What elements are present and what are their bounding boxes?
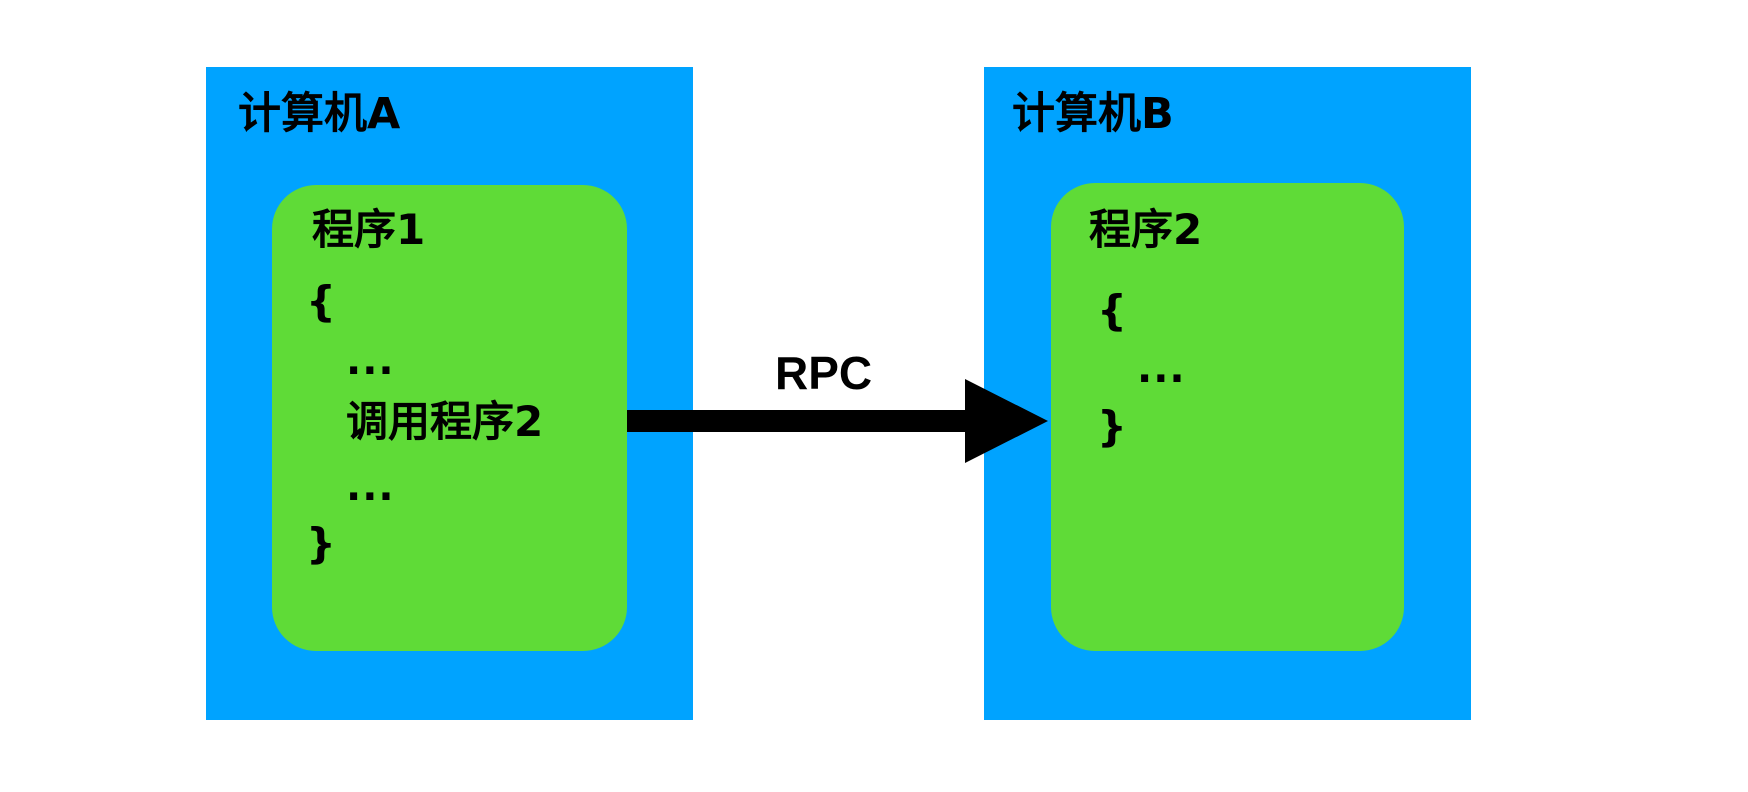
computer-b-box: 计算机B 程序2 { ... }: [984, 67, 1471, 720]
rpc-label: RPC: [775, 347, 873, 399]
program-1-open-brace: {: [306, 277, 336, 326]
rpc-arrow-head: [965, 379, 1048, 463]
program-2-close-brace: }: [1097, 402, 1127, 451]
computer-b-title: 计算机B: [1012, 89, 1174, 139]
program-1-box: 程序1 { ... 调用程序2 ... }: [272, 185, 627, 651]
program-1-ellipsis-top: ...: [346, 338, 395, 384]
rpc-arrow-shaft: [627, 410, 967, 432]
program-2-open-brace: {: [1097, 286, 1127, 335]
program-2-box: 程序2 { ... }: [1051, 183, 1404, 651]
computer-a-title: 计算机A: [238, 89, 401, 139]
program-1-call-statement: 调用程序2: [346, 397, 544, 446]
program-1-close-brace: }: [306, 519, 336, 568]
program-2-ellipsis: ...: [1137, 346, 1186, 392]
program-2-title: 程序2: [1089, 205, 1203, 254]
program-1-ellipsis-bottom: ...: [346, 464, 395, 510]
program-1-title: 程序1: [312, 205, 426, 254]
computer-a-box: 计算机A 程序1 { ... 调用程序2 ... }: [206, 67, 693, 720]
